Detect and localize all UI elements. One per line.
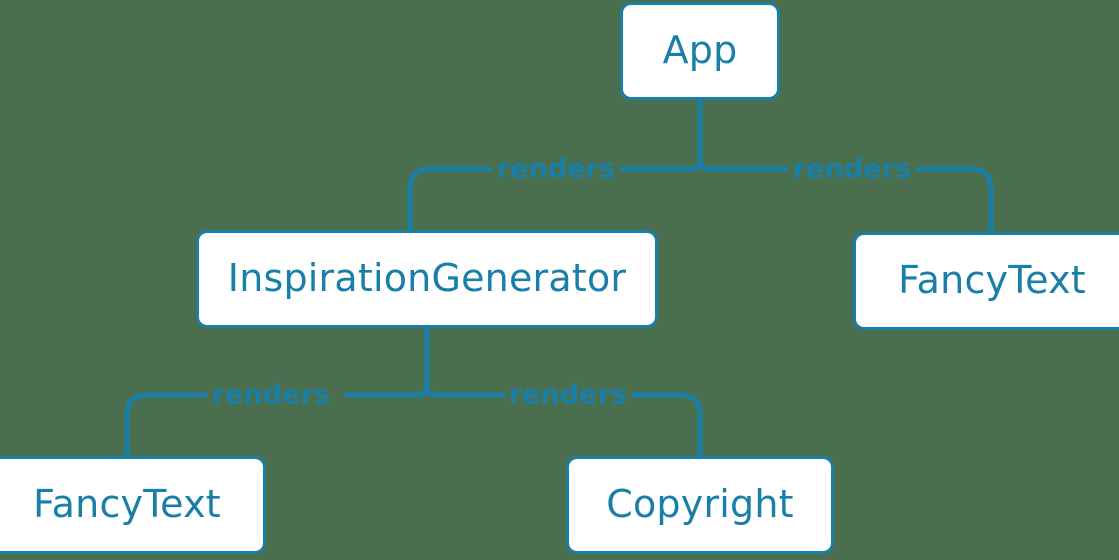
node-label-inspiration-generator: InspirationGenerator bbox=[227, 256, 627, 300]
edge-app-to-inspirationgenerator bbox=[407, 166, 691, 230]
node-app[interactable]: App bbox=[620, 2, 780, 100]
edge-label-inspirationgenerator-to-copyright: renders bbox=[508, 379, 628, 411]
node-label-app: App bbox=[662, 28, 738, 72]
node-fancytext-right[interactable]: FancyText bbox=[853, 232, 1119, 330]
edge-inspirationgenerator-stem bbox=[424, 328, 437, 398]
edge-inspirationgenerator-to-fancytext-bottom bbox=[124, 392, 418, 456]
edge-label-app-to-inspirationgenerator: renders bbox=[496, 153, 616, 185]
node-label-copyright: Copyright bbox=[606, 482, 794, 526]
edge-label-inspirationgenerator-to-fancytext-bottom: renders bbox=[211, 379, 331, 411]
edge-label-app-to-fancytext-right: renders bbox=[792, 153, 912, 185]
node-label-fancytext-right: FancyText bbox=[898, 258, 1086, 302]
node-inspiration-generator[interactable]: InspirationGenerator bbox=[196, 230, 658, 328]
node-fancytext-bottom[interactable]: FancyText bbox=[0, 456, 266, 554]
edge-app-to-fancytext-right bbox=[709, 166, 994, 232]
node-label-fancytext-bottom: FancyText bbox=[33, 482, 221, 526]
edge-inspirationgenerator-to-copyright bbox=[436, 392, 703, 456]
edge-app-stem-mirror bbox=[690, 159, 703, 172]
node-copyright[interactable]: Copyright bbox=[566, 456, 834, 554]
edge-app-stem bbox=[697, 100, 710, 172]
edge-inspirationgenerator-stem-mirror bbox=[417, 385, 430, 398]
